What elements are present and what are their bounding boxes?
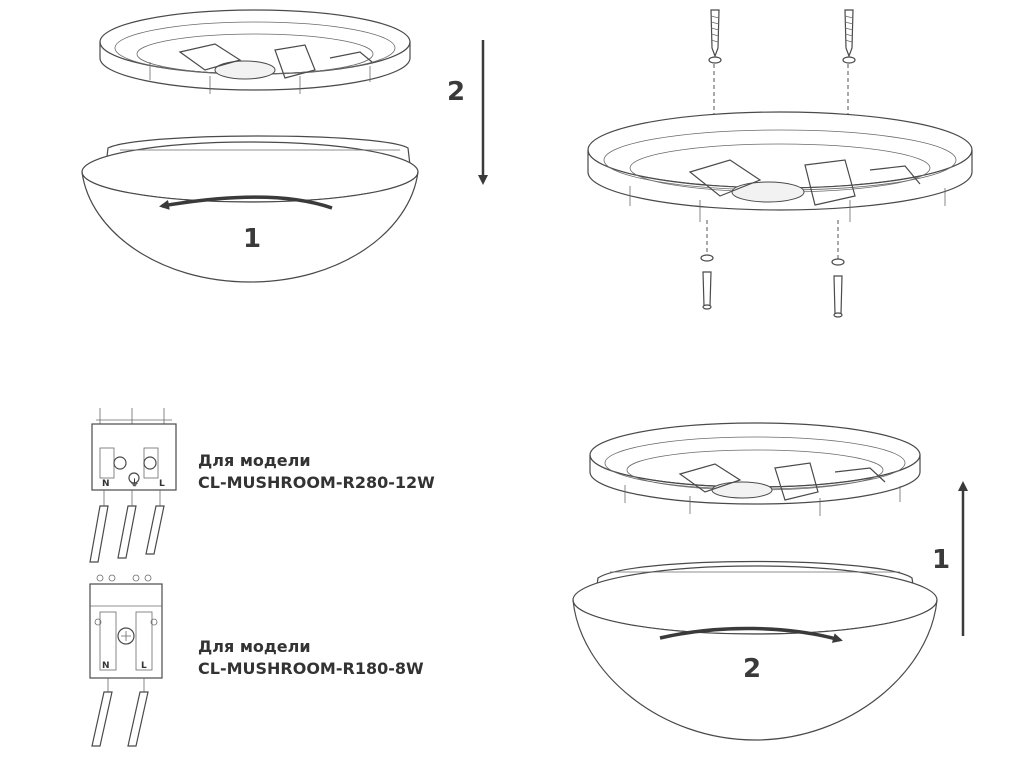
mounting-base-bottom [589,422,921,516]
rotate-arrow [159,195,333,210]
terminal-label-n-2: N [102,661,110,671]
step-number-raise: 1 [932,545,950,575]
model-caption-r180: Для модели CL-MUSHROOM-R180-8W [198,636,424,680]
wood-screw-right [842,9,856,64]
terminal-label-n: N [102,479,110,489]
top-right-assembly [587,9,973,318]
mounting-base [99,9,411,94]
terminal-block-r280: N ⏚ L [89,408,177,563]
terminal-label-l: L [159,479,165,489]
model-caption-line2: CL-MUSHROOM-R180-8W [198,659,424,678]
model-caption-line1: Для модели [198,637,311,656]
step-number-lower: 2 [447,77,465,107]
dowel-right [831,258,845,318]
terminal-label-ground: ⏚ [130,478,139,489]
step-number-rotate: 1 [243,224,261,254]
model-caption-r280: Для модели CL-MUSHROOM-R280-12W [198,450,435,494]
terminal-block-r180: N L [89,574,163,747]
top-left-assembly: 1 2 [81,9,488,283]
step-number-rotate-bottom: 2 [743,654,761,684]
model-caption-line1: Для модели [198,451,311,470]
model-caption-line2: CL-MUSHROOM-R280-12W [198,473,435,492]
diffuser-dome [81,135,419,283]
rotate-arrow-bottom [659,626,843,643]
dowel-left [700,254,714,310]
wood-screw-left [708,9,722,64]
diffuser-dome-bottom [572,560,938,741]
terminal-label-l-2: L [141,661,147,671]
bottom-right-assembly: 2 1 [572,422,968,741]
mounting-base-right [587,111,973,222]
